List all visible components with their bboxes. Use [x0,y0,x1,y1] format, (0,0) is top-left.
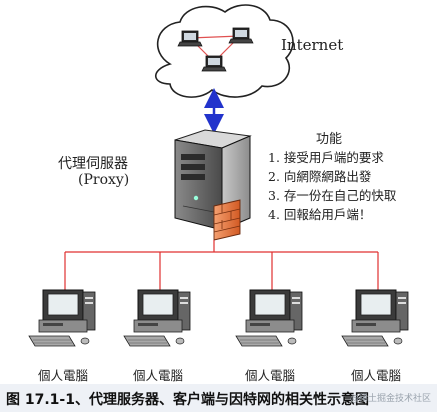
client-pc-label: 個人電腦 [245,368,296,383]
figure-caption: 图 17.1-1、代理服务器、客户端与因特网的相关性示意图 [6,392,369,408]
firewall-icon [213,199,241,241]
client-pc-label: 個人電腦 [38,368,89,383]
caption-bar [0,384,437,412]
internet-host-icon [177,30,203,47]
proxy-name-label: 代理伺服器 [58,156,128,172]
function-item: 3. 存一份在自己的快取 [268,188,397,203]
functions-title: 功能 [316,132,343,147]
internet-host-icon [201,55,227,72]
client-pc-icon [28,289,96,347]
proxy-sub-label: (Proxy) [78,172,130,188]
client-pc-icon [123,289,191,347]
watermark: @稀土掘金技术社区 [349,394,431,404]
client-pc-label: 個人電腦 [133,368,184,383]
internet-label: Internet [281,36,344,54]
client-pc-label: 個人電腦 [351,368,402,383]
client-pc-icon [235,289,303,347]
client-pc-icon [341,289,409,347]
function-item: 4. 回報給用戶端！ [268,207,372,222]
internet-host-icon [228,27,254,44]
function-item: 1. 接受用戶端的要求 [268,150,384,165]
function-item: 2. 向網際網路出發 [268,169,372,184]
